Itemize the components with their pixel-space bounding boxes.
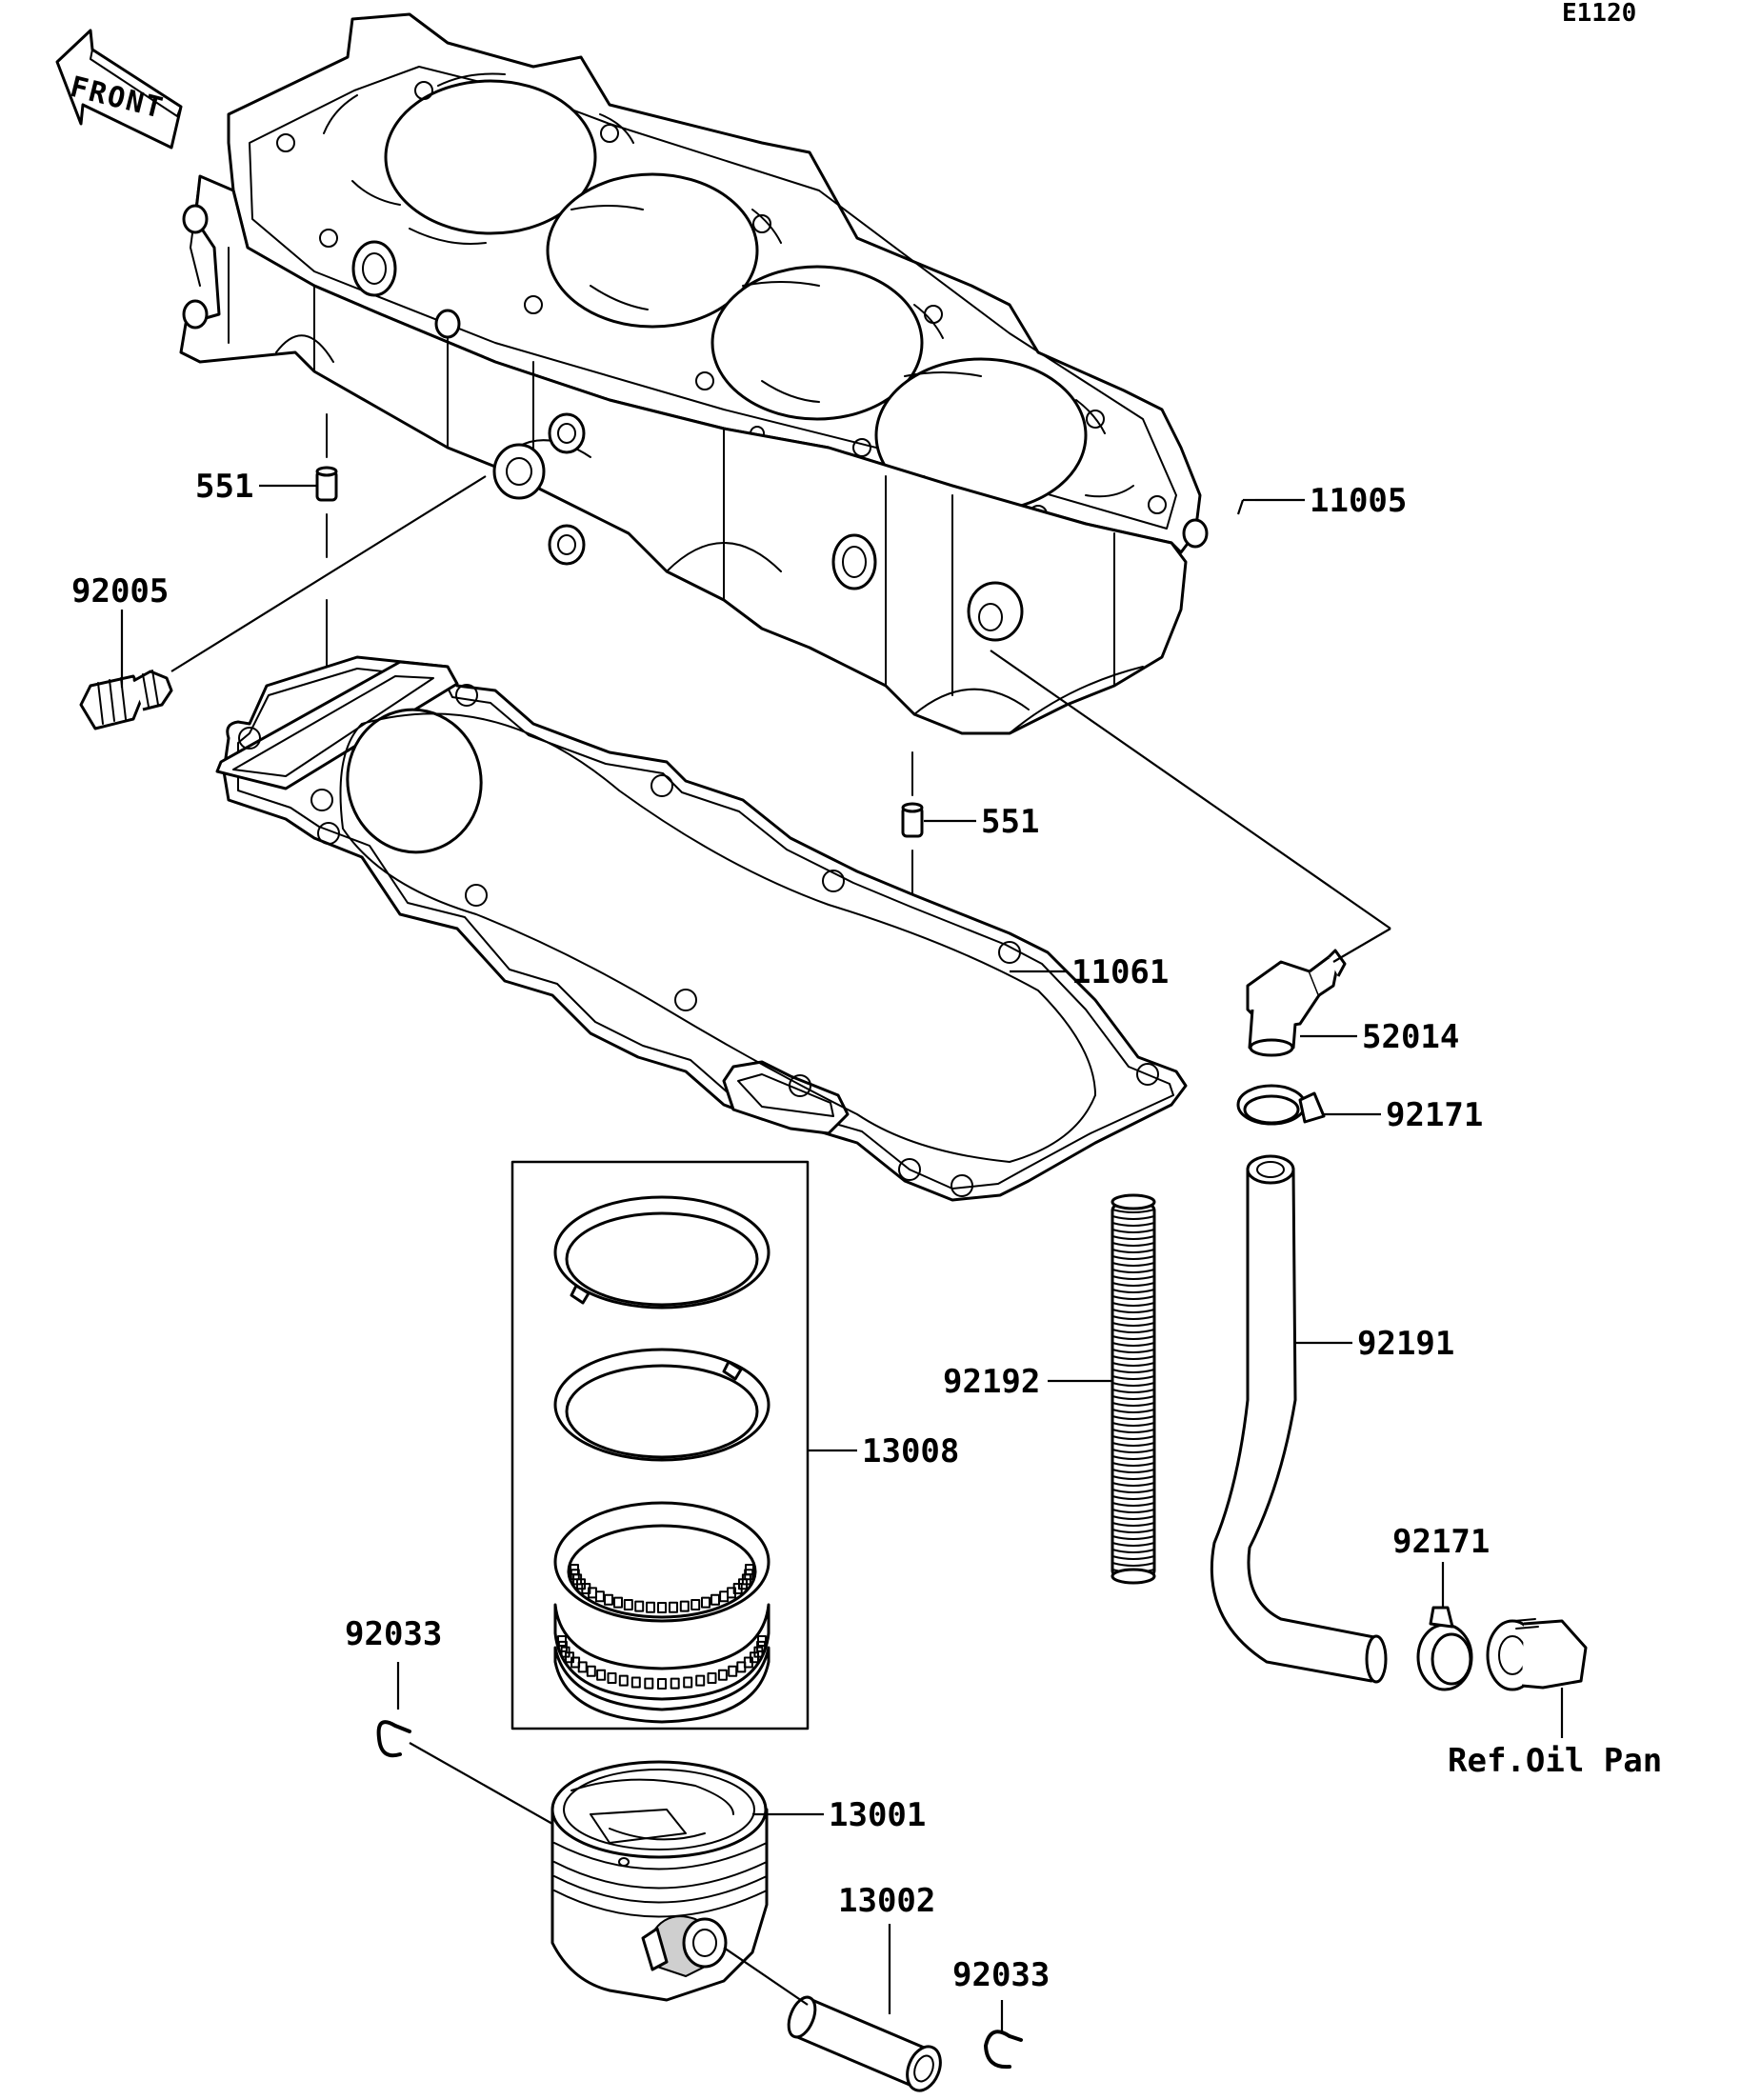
- fitting-left-drawing: [79, 670, 173, 730]
- spring-guard-drawing: [1111, 1193, 1156, 1585]
- clamp-upper-drawing: [1236, 1084, 1326, 1126]
- label-92033-right: 92033: [952, 1956, 1050, 1994]
- label-551-lower: 551: [981, 803, 1039, 841]
- label-92171-lower: 92171: [1392, 1523, 1490, 1561]
- oil-hose-drawing: [1210, 1154, 1388, 1684]
- oil-pan-fitting-drawing: [1486, 1618, 1588, 1691]
- label-13002: 13002: [838, 1882, 935, 1920]
- label-92005: 92005: [71, 572, 169, 610]
- circlip-right-drawing: [984, 2030, 1023, 2070]
- front-arrow: FRONT: [55, 29, 183, 150]
- part-labels: 11005 551 92005 551 11061 52014 92171 92…: [71, 468, 1662, 1994]
- label-551-upper: 551: [195, 468, 253, 506]
- clamp-lower-drawing: [1416, 1606, 1473, 1691]
- label-92191: 92191: [1357, 1325, 1454, 1363]
- reference-note: Ref.Oil Pan: [1448, 1742, 1662, 1780]
- piston-ring-set-drawing: [510, 1160, 810, 1730]
- piston-drawing: [550, 1760, 769, 2002]
- label-11061: 11061: [1071, 953, 1169, 991]
- elbow-fitting-drawing: [1246, 949, 1347, 1057]
- label-52014: 52014: [1362, 1018, 1459, 1056]
- cylinder-gasket-drawing: [215, 655, 1188, 1202]
- label-92192: 92192: [943, 1363, 1040, 1401]
- label-13008: 13008: [862, 1432, 959, 1470]
- label-13001: 13001: [829, 1796, 926, 1834]
- cylinder-block-drawing: [179, 12, 1209, 735]
- label-92171-upper: 92171: [1386, 1096, 1483, 1134]
- dowel-pin-upper-drawing: [315, 466, 338, 502]
- label-92033-left: 92033: [345, 1615, 442, 1653]
- dowel-pin-lower-drawing: [901, 802, 924, 838]
- diagram-code: E1120: [1562, 0, 1636, 28]
- leader-lines: [120, 475, 1564, 2033]
- circlip-left-drawing: [376, 1720, 411, 1758]
- label-11005: 11005: [1310, 482, 1407, 520]
- piston-pin-drawing: [787, 1995, 942, 2092]
